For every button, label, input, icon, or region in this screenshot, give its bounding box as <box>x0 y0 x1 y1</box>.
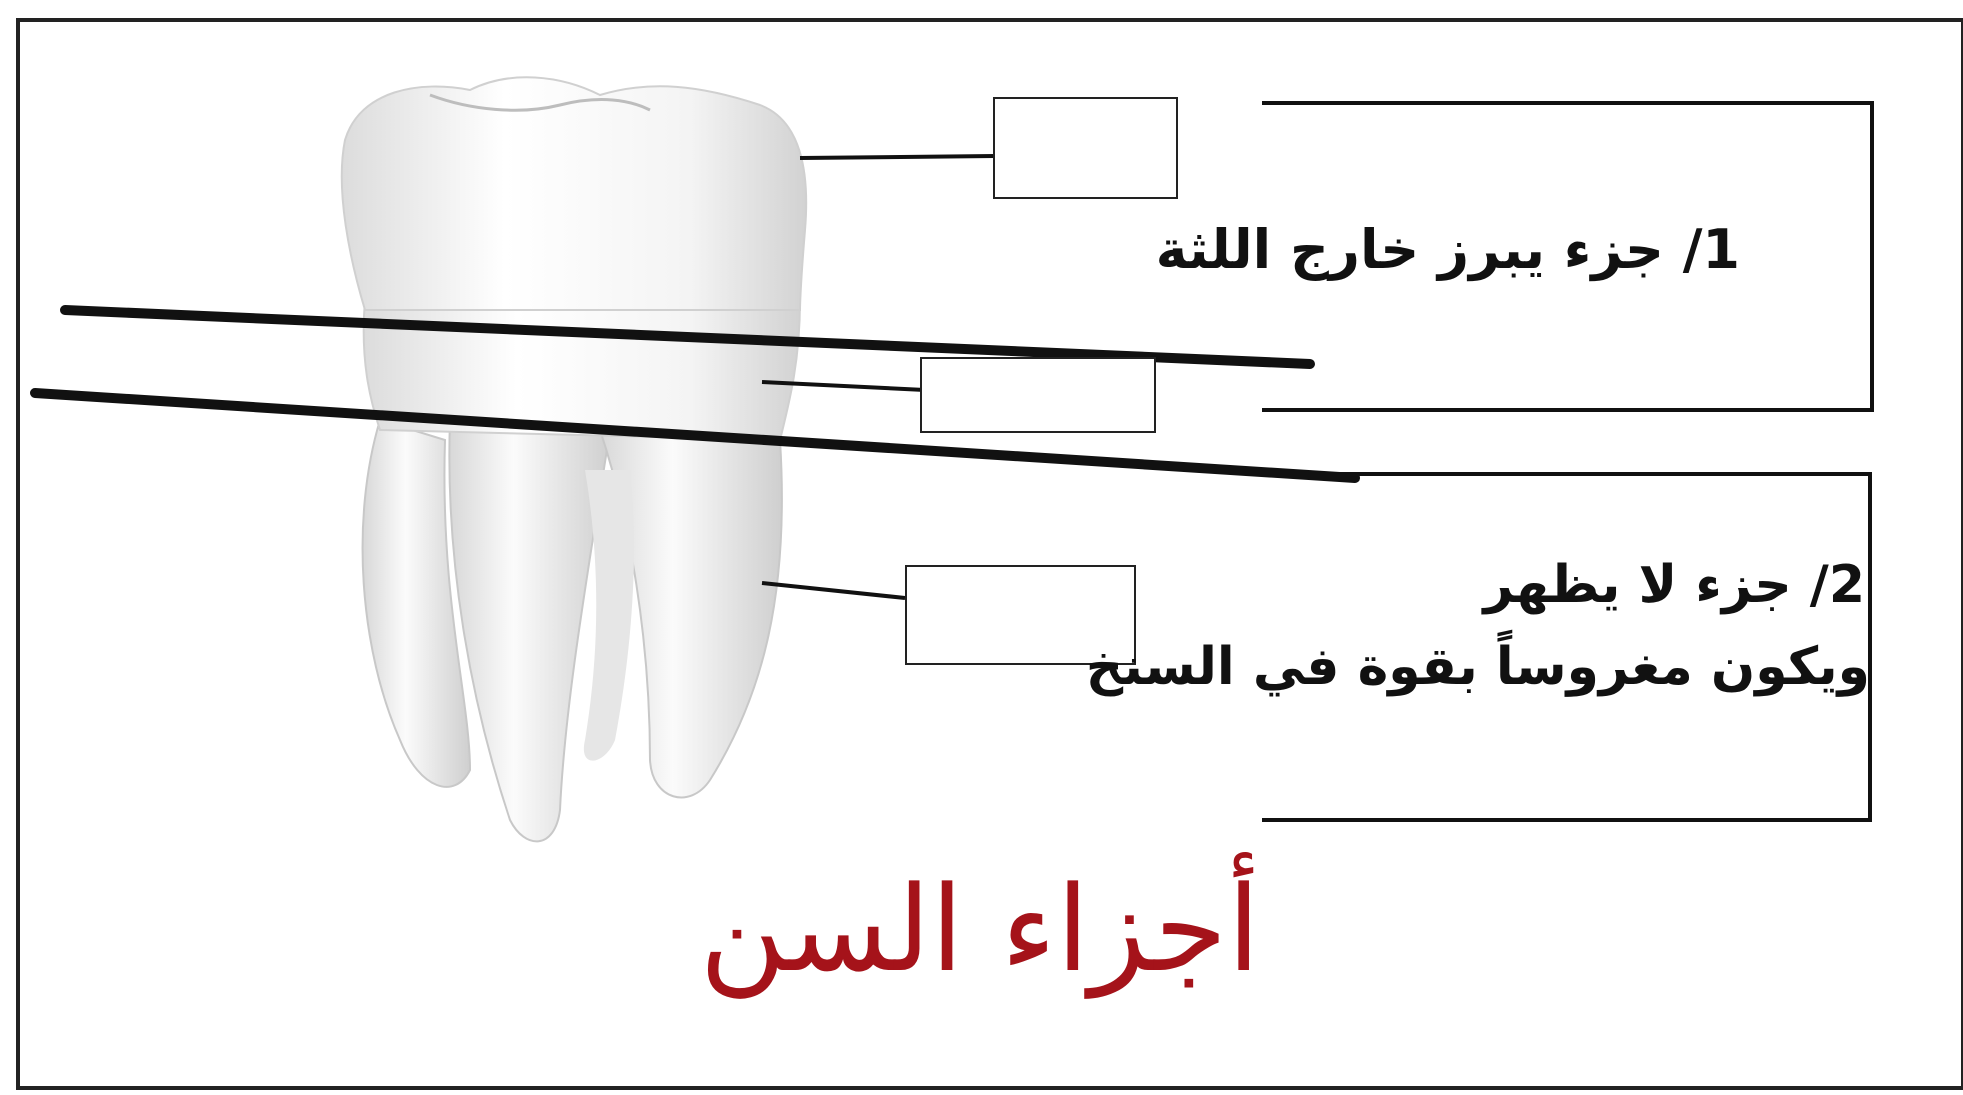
leader-line-root <box>762 583 905 598</box>
description-part1: 1/ جزء يبرز خارج اللثة <box>1180 218 1740 281</box>
tooth-root-middle <box>449 420 610 841</box>
answer-box-crown[interactable] <box>993 97 1178 199</box>
tooth-crown <box>342 77 806 310</box>
description-part2-line2: ويكون مغروساً بقوة في السنخ <box>1190 637 1870 697</box>
answer-box-neck[interactable] <box>920 357 1156 433</box>
tooth-root-inner <box>584 470 634 761</box>
leader-line-crown <box>800 156 995 158</box>
diagram-title: أجزاء السن <box>700 860 1260 998</box>
description-part2-line1: 2/ جزء لا يظهر <box>1290 555 1865 615</box>
